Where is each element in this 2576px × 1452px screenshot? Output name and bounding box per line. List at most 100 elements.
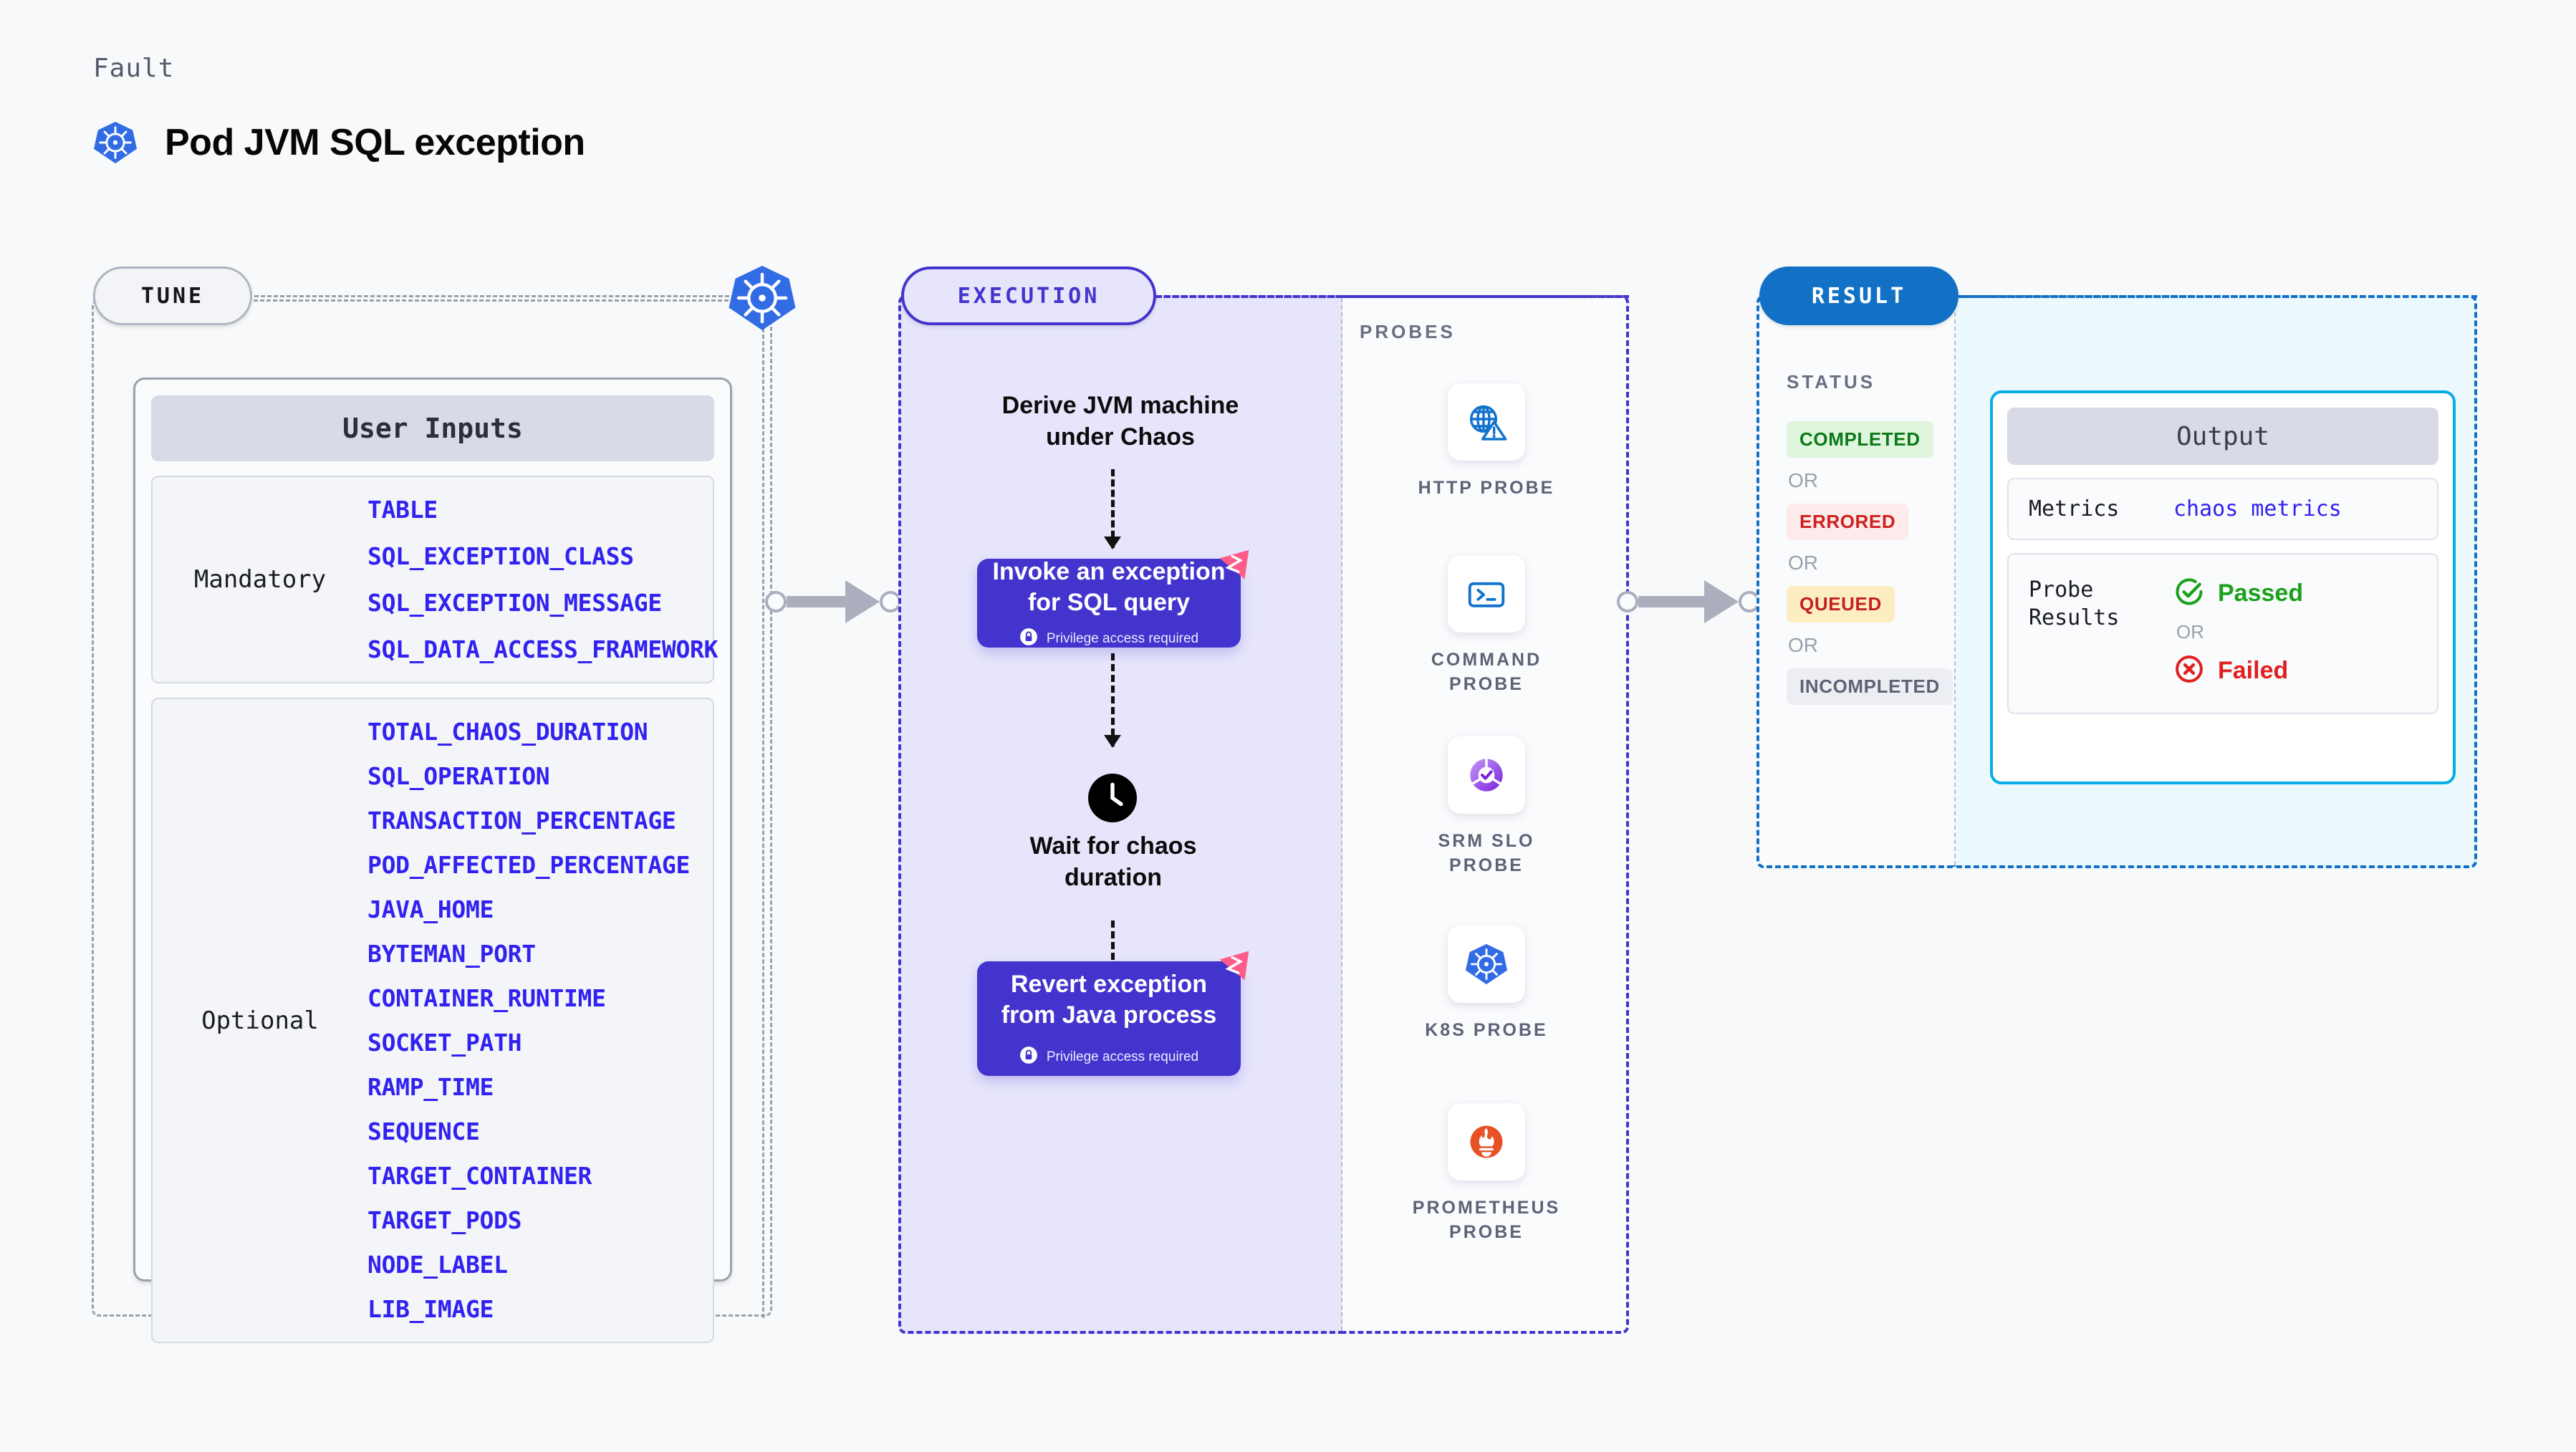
probe-label: K8S PROBE	[1425, 1020, 1548, 1040]
param-item[interactable]: TOTAL_CHAOS_DURATION	[367, 718, 648, 746]
fault-kicker: Fault	[93, 54, 175, 83]
privilege-text: Privilege access required	[1046, 1049, 1199, 1064]
metrics-key: Metrics	[2029, 496, 2120, 521]
mandatory-items: TABLE SQL_EXCEPTION_CLASS SQL_EXCEPTION_…	[367, 496, 719, 663]
param-item[interactable]: RAMP_TIME	[367, 1073, 494, 1101]
probe-command[interactable]: COMMAND PROBE	[1408, 555, 1565, 697]
probe-results-values: Passed OR Failed	[2173, 576, 2303, 688]
or-separator: OR	[1788, 634, 1818, 656]
or-separator: OR	[1788, 469, 1818, 491]
tune-dashed-link	[254, 295, 749, 297]
connector-execution-to-result	[1617, 580, 1760, 623]
param-item[interactable]: SQL_OPERATION	[367, 762, 550, 790]
privilege-text: Privilege access required	[1046, 630, 1199, 646]
result-dashed-top	[1959, 295, 2477, 298]
mandatory-group: Mandatory TABLE SQL_EXCEPTION_CLASS SQL_…	[151, 476, 719, 683]
invoke-exception-card[interactable]: Invoke an exception for SQL query Privil…	[977, 558, 1241, 650]
param-item[interactable]: BYTEMAN_PORT	[367, 940, 536, 968]
failed-label: Failed	[2218, 657, 2289, 684]
status-list: COMPLETED OR ERRORED OR QUEUED OR INCOMP…	[1787, 421, 1953, 705]
param-item[interactable]: TARGET_CONTAINER	[367, 1162, 592, 1190]
invoke-exception-title: Invoke an exception for SQL query	[992, 558, 1226, 616]
lock-icon	[1019, 1046, 1038, 1068]
param-item[interactable]: SQL_EXCEPTION_CLASS	[367, 542, 634, 570]
tune-stage-pill[interactable]: TUNE	[93, 266, 252, 325]
status-caption: STATUS	[1787, 371, 1876, 393]
execution-dashed-top	[1156, 295, 1629, 298]
execution-step-3-text: Wait for chaos duration	[1029, 832, 1197, 891]
lock-icon	[1019, 628, 1038, 650]
passed-label: Passed	[2218, 580, 2304, 607]
param-item[interactable]: JAVA_HOME	[367, 895, 494, 923]
connector-arrowhead	[845, 580, 880, 623]
terminal-icon	[1448, 555, 1525, 633]
execution-step-1-text: Derive JVM machine under Chaos	[1001, 392, 1239, 451]
flow-arrow-2	[1104, 653, 1121, 748]
param-item[interactable]: CONTAINER_RUNTIME	[367, 984, 606, 1012]
globe-warning-icon	[1448, 383, 1525, 461]
probe-http[interactable]: HTTP PROBE	[1408, 383, 1565, 501]
privilege-note: Privilege access required	[1019, 628, 1198, 650]
param-item[interactable]: SQL_EXCEPTION_MESSAGE	[367, 589, 662, 617]
kubernetes-icon	[93, 120, 138, 165]
probe-k8s[interactable]: K8S PROBE	[1408, 925, 1565, 1043]
tune-kubernetes-icon	[728, 264, 797, 336]
param-item[interactable]: NODE_LABEL	[367, 1251, 508, 1279]
kubernetes-icon	[1448, 925, 1525, 1003]
page-title-text: Pod JVM SQL exception	[165, 122, 585, 163]
flow-arrow-1	[1104, 469, 1121, 549]
result-panel	[1756, 295, 1956, 868]
probe-result-failed: Failed	[2173, 653, 2303, 688]
execution-stage-pill[interactable]: EXECUTION	[901, 266, 1156, 325]
metrics-value[interactable]: chaos metrics	[2173, 496, 2342, 521]
status-badge: COMPLETED	[1787, 421, 1933, 458]
output-probe-results-row: Probe Results Passed OR	[2007, 553, 2438, 714]
optional-group: Optional TOTAL_CHAOS_DURATION SQL_OPERAT…	[151, 698, 714, 1343]
prometheus-icon	[1448, 1103, 1525, 1181]
tune-stage-label: TUNE	[140, 283, 205, 309]
page-title: Pod JVM SQL exception	[93, 120, 585, 165]
optional-items: TOTAL_CHAOS_DURATION SQL_OPERATION TRANS…	[367, 718, 690, 1323]
result-stage-label: RESULT	[1811, 283, 1907, 309]
output-title: Output	[2007, 408, 2438, 465]
param-item[interactable]: SQL_DATA_ACCESS_FRAMEWORK	[367, 635, 719, 663]
probe-srm-slo[interactable]: SRM SLO PROBE	[1408, 736, 1565, 878]
revert-exception-card[interactable]: Revert exception from Java process Privi…	[977, 961, 1241, 1076]
probe-label: COMMAND PROBE	[1431, 650, 1542, 694]
connector-start-dot	[1617, 591, 1638, 612]
param-item[interactable]: LIB_IMAGE	[367, 1295, 494, 1323]
user-inputs-title: User Inputs	[151, 395, 714, 461]
clock-icon	[1088, 774, 1137, 826]
param-item[interactable]: POD_AFFECTED_PERCENTAGE	[367, 851, 691, 879]
x-circle-icon	[2173, 653, 2205, 688]
status-badge: QUEUED	[1787, 586, 1895, 622]
result-stage-pill[interactable]: RESULT	[1759, 266, 1959, 325]
execution-stage-label: EXECUTION	[957, 283, 1100, 309]
slo-donut-icon	[1448, 736, 1525, 814]
optional-label: Optional	[201, 1006, 319, 1035]
param-item[interactable]: TARGET_PODS	[367, 1206, 522, 1234]
harness-icon	[1213, 947, 1255, 989]
output-metrics-row: Metrics chaos metrics	[2007, 478, 2438, 540]
probe-label: PROMETHEUS PROBE	[1412, 1198, 1561, 1242]
probe-result-passed: Passed	[2173, 576, 2303, 611]
connector-bar	[787, 596, 845, 607]
probe-label: SRM SLO PROBE	[1438, 831, 1535, 875]
tune-k8s-vline	[762, 315, 764, 1318]
param-item[interactable]: SEQUENCE	[367, 1117, 480, 1145]
param-item[interactable]: TRANSACTION_PERCENTAGE	[367, 807, 676, 835]
privilege-note: Privilege access required	[1019, 1046, 1198, 1068]
or-separator: OR	[2176, 621, 2204, 643]
probe-results-key: Probe Results	[2029, 577, 2120, 630]
connector-start-dot	[765, 591, 787, 612]
user-inputs-card: User Inputs Mandatory TABLE SQL_EXCEPTIO…	[133, 378, 732, 1343]
output-card: Output Metrics chaos metrics Probe Resul…	[1990, 390, 2456, 784]
probe-prometheus[interactable]: PROMETHEUS PROBE	[1408, 1103, 1565, 1245]
check-circle-icon	[2173, 576, 2205, 611]
connector-bar	[1638, 596, 1704, 607]
param-item[interactable]: SOCKET_PATH	[367, 1029, 522, 1057]
or-separator: OR	[1788, 552, 1818, 574]
probes-caption: PROBES	[1360, 321, 1456, 342]
param-item[interactable]: TABLE	[367, 496, 438, 524]
status-badge: ERRORED	[1787, 504, 1909, 540]
